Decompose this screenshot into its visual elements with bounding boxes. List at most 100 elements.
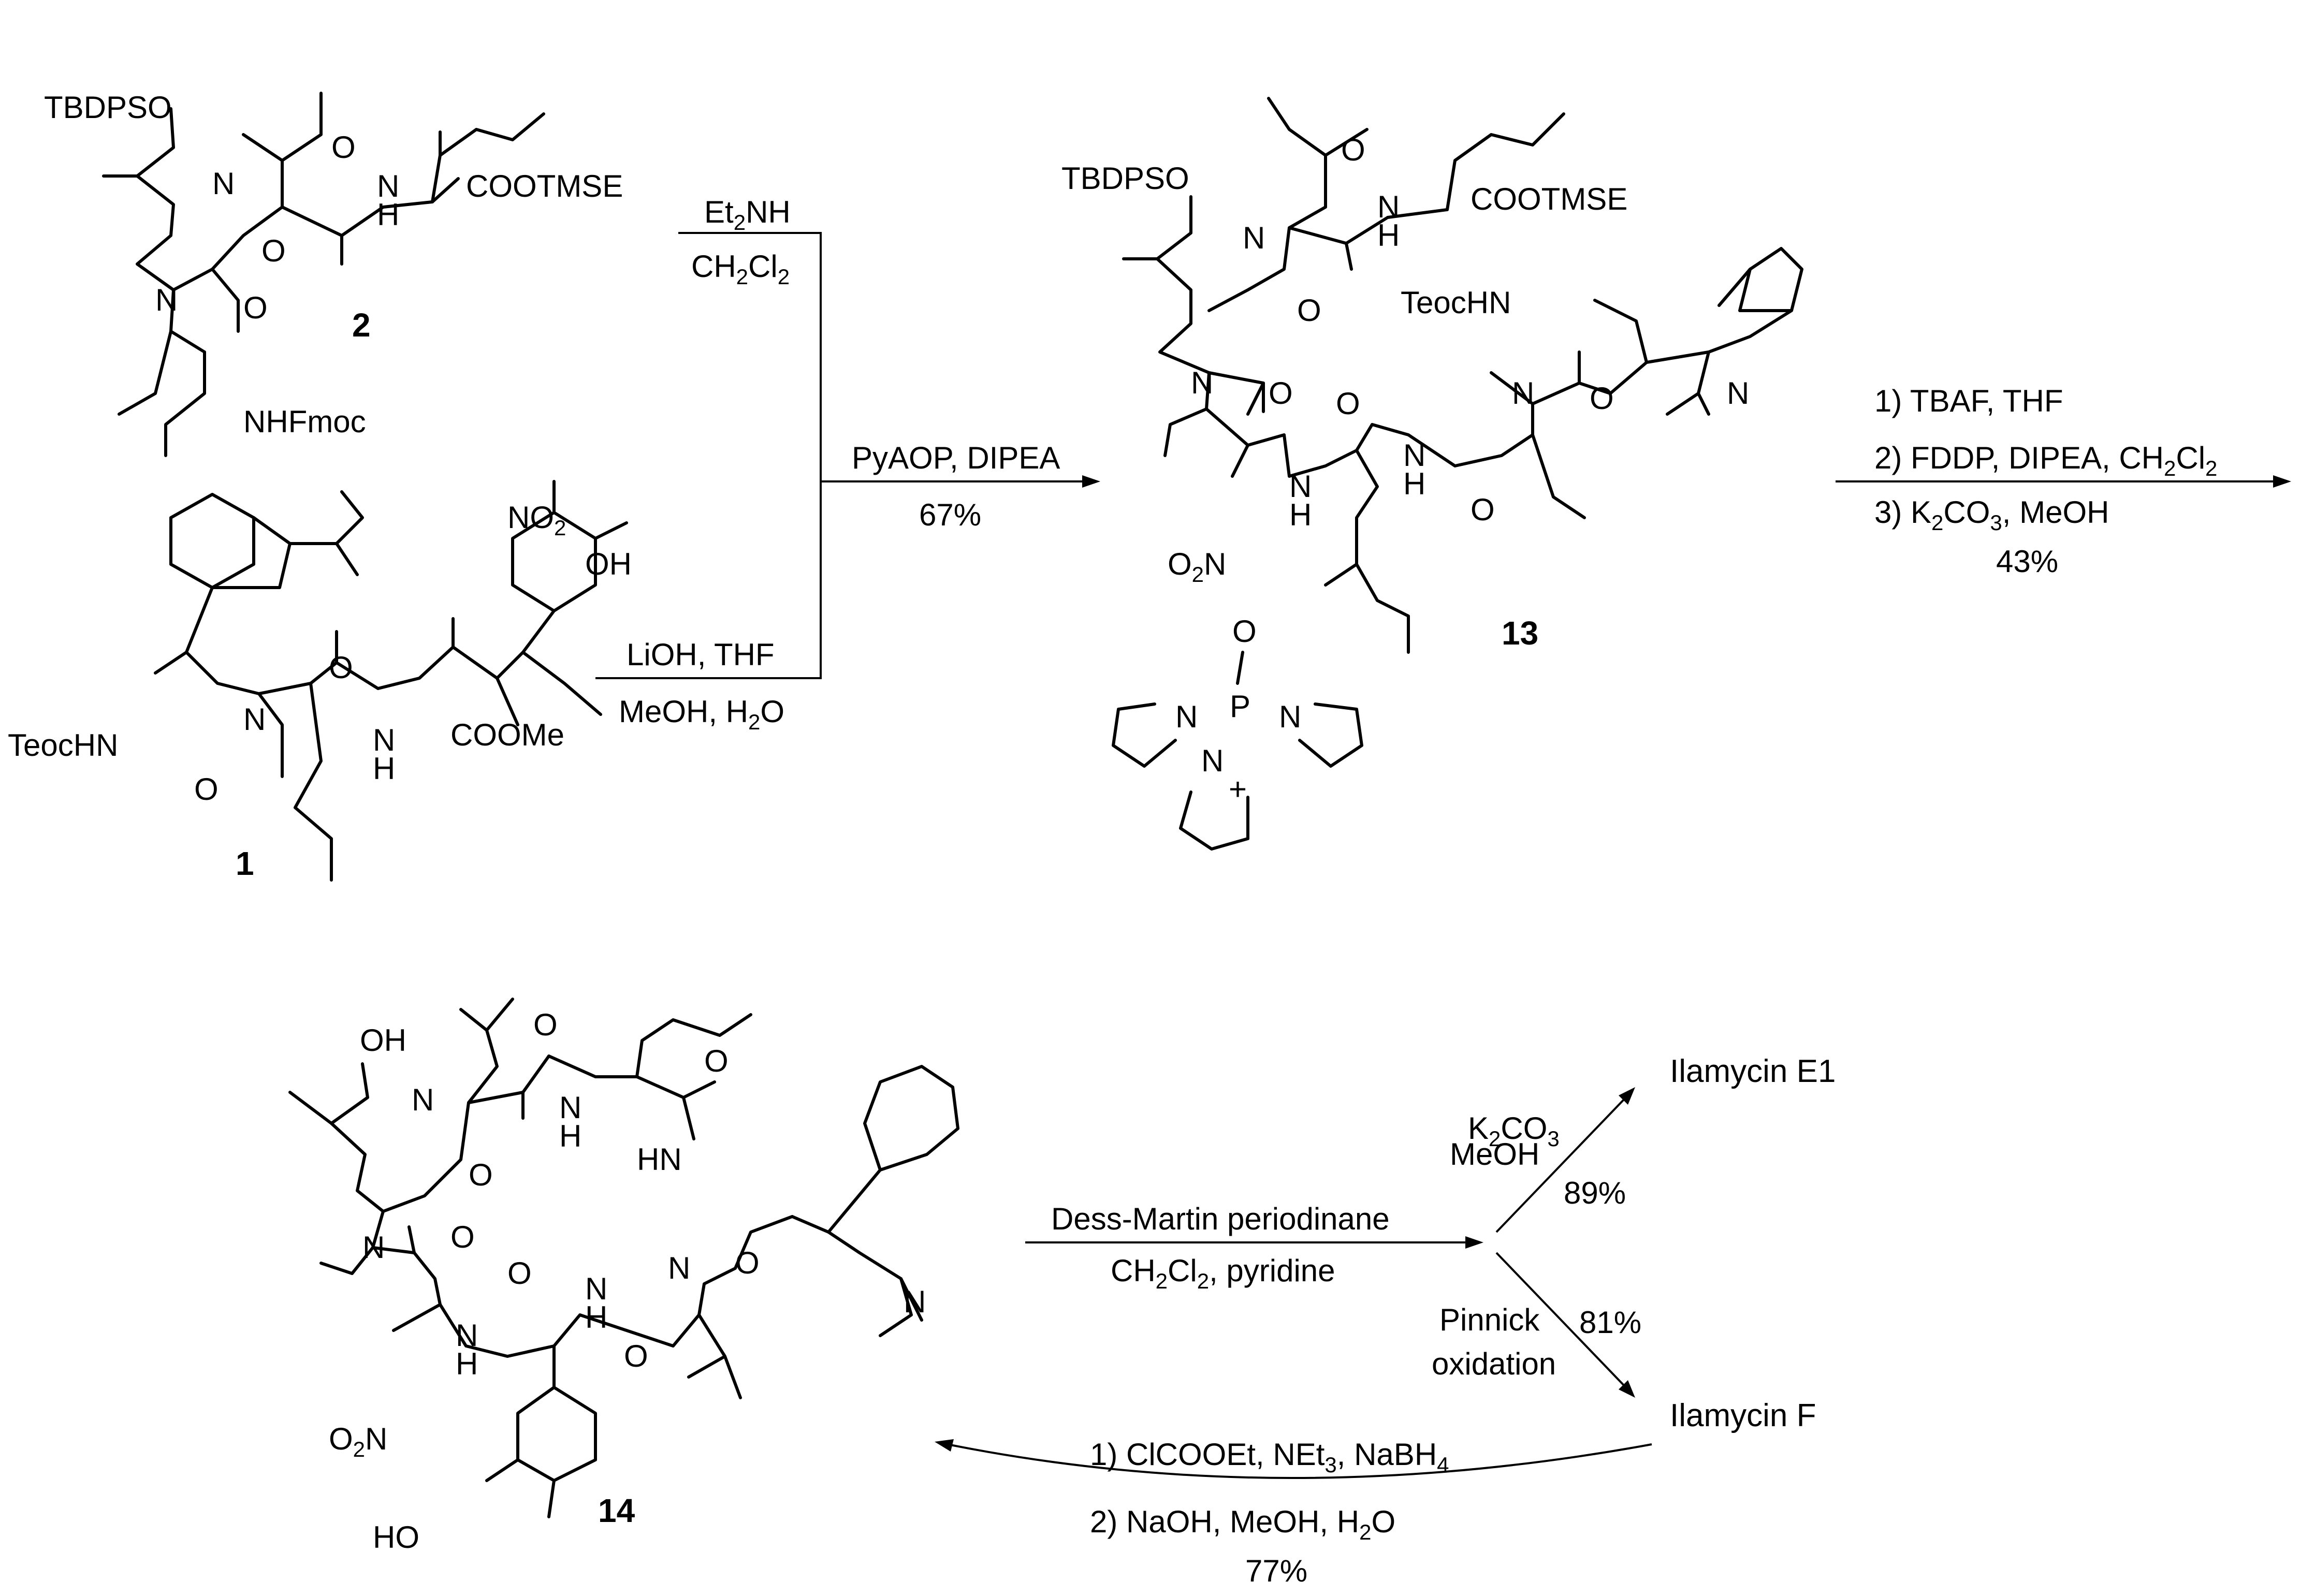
nhfmoc-label: NHFmoc — [243, 404, 366, 439]
o-label-14e: O — [507, 1256, 532, 1291]
ho-label-14: HO — [373, 1520, 419, 1555]
p-label: P — [1230, 689, 1250, 724]
n-label-14b: N — [559, 1090, 581, 1125]
oh-label-1: OH — [585, 547, 632, 581]
arrow-to-f: Pinnick oxidation 81% — [1432, 1252, 1641, 1398]
o-label-14b: O — [469, 1158, 493, 1192]
yield-81: 81% — [1579, 1305, 1641, 1340]
h-label-14d: H — [456, 1346, 478, 1381]
condition-k2co3-e1: K2CO3 — [1468, 1111, 1560, 1151]
arrow-to-e1: K2CO3 MeOH 89% — [1450, 1087, 1635, 1233]
o-label-1b: O — [194, 772, 219, 807]
product-ilamycin-f: Ilamycin F — [1670, 1398, 1816, 1433]
o-label-2a: O — [331, 130, 356, 165]
n-label-13g: N — [1727, 376, 1749, 411]
o-label-13f: O — [1590, 381, 1614, 416]
h-label-13d: H — [1289, 497, 1312, 532]
n-label-2a: N — [212, 166, 235, 201]
compound-14-number: 14 — [598, 1492, 635, 1529]
n-label-14c: N — [362, 1230, 385, 1265]
o-label-13a: O — [1341, 133, 1365, 167]
compound-1-structure: TeocHN N N H O O COOMe NO2 OH 1 — [8, 480, 632, 882]
condition-dess-martin: Dess-Martin periodinane — [1051, 1202, 1390, 1236]
cootmse-label-13: COOTMSE — [1471, 182, 1627, 216]
n-label-13c: N — [1191, 365, 1213, 400]
o-label-2b: O — [261, 233, 286, 268]
o2n-label-14: O2N — [329, 1422, 387, 1461]
n-label-13e: N — [1403, 438, 1425, 473]
compound-1-number: 1 — [236, 845, 254, 882]
teochn-label-13: TeocHN — [1401, 285, 1511, 320]
arrow-dess-martin: Dess-Martin periodinane CH2Cl2, pyridine — [1025, 1202, 1483, 1293]
o-label-13d: O — [1336, 386, 1360, 421]
n-label-14a: N — [412, 1082, 434, 1117]
o-label-14f: O — [624, 1339, 648, 1373]
o-label-14a: O — [533, 1007, 558, 1042]
n-label-13j: N — [1175, 699, 1198, 734]
n-label-14e: N — [585, 1271, 607, 1306]
condition-ch2cl2-pyridine: CH2Cl2, pyridine — [1111, 1253, 1335, 1293]
o2n-label-13: O2N — [1168, 547, 1226, 587]
n-label-13a: N — [1243, 221, 1265, 255]
yield-89: 89% — [1564, 1176, 1626, 1210]
condition-ch2cl2: CH2Cl2 — [691, 249, 790, 289]
h-label-13b: H — [1377, 218, 1400, 253]
condition-fddp: 2) FDDP, DIPEA, CH2Cl2 — [1874, 441, 2217, 480]
compound-13-number: 13 — [1502, 614, 1538, 652]
h-label-13e: H — [1403, 466, 1425, 501]
convergent-arrow: Et2NH CH2Cl2 LiOH, THF MeOH, H2O PyAOP, … — [595, 195, 1100, 734]
arrow-f-to-14: 1) ClCOOEt, NEt3, NaBH4 2) NaOH, MeOH, H… — [935, 1437, 1652, 1588]
product-ilamycin-e1: Ilamycin E1 — [1670, 1053, 1836, 1089]
o-label-13g: O — [1232, 614, 1257, 649]
condition-oxidation: oxidation — [1432, 1346, 1556, 1381]
tbdpso-label: TBDPSO — [44, 90, 172, 125]
teochn-label-1: TeocHN — [8, 728, 118, 763]
yield-43: 43% — [1996, 544, 2058, 579]
no2-label-1: NO2 — [507, 500, 566, 540]
condition-et2nh: Et2NH — [704, 195, 791, 235]
condition-meoh-e1: MeOH — [1450, 1137, 1539, 1172]
coome-label: COOMe — [450, 718, 564, 752]
cootmse-label-2: COOTMSE — [466, 169, 623, 203]
n-label-14f: N — [668, 1251, 690, 1285]
yield-77: 77% — [1245, 1554, 1307, 1588]
o-label-1a: O — [329, 650, 353, 685]
h-label-2b: H — [377, 197, 399, 232]
n-label-14d: N — [456, 1318, 478, 1353]
n-label-13f: N — [1512, 376, 1534, 411]
compound-2-number: 2 — [352, 306, 371, 344]
condition-pinnick: Pinnick — [1439, 1302, 1540, 1337]
compound-14-structure: OH N N H O O O HN N O N H O N H O N O N … — [288, 998, 959, 1555]
o-label-13c: O — [1269, 376, 1293, 411]
arrow-13-steps: 1) TBAF, THF 2) FDDP, DIPEA, CH2Cl2 3) K… — [1836, 384, 2291, 579]
n-label-13d: N — [1289, 469, 1312, 504]
n-label-14g: N — [904, 1284, 926, 1319]
condition-k2co3: 3) K2CO3, MeOH — [1874, 495, 2109, 535]
tbdpso-label-13: TBDPSO — [1061, 161, 1189, 196]
n-label-13i: N — [1279, 699, 1301, 734]
o-label-14d: O — [450, 1220, 475, 1254]
h-label-1b: H — [373, 751, 395, 786]
n-label-13h: N — [1201, 743, 1224, 778]
o-label-13b: O — [1297, 293, 1321, 328]
n-label-1b: N — [373, 723, 395, 757]
condition-lioh: LiOH, THF — [627, 637, 775, 672]
n-label-2c: N — [155, 283, 178, 317]
hn-label-14: HN — [637, 1142, 682, 1177]
compound-2-structure: TBDPSO N N H O O O N COOTMSE NHFmoc 2 — [44, 90, 623, 457]
o-label-13e: O — [1471, 492, 1495, 527]
oh-label-14: OH — [360, 1023, 406, 1058]
h-label-14b: H — [559, 1119, 581, 1153]
condition-naoh: 2) NaOH, MeOH, H2O — [1090, 1504, 1395, 1544]
compound-13-structure: TBDPSO N N H O O COOTMSE N O N H N H O O… — [1061, 97, 1803, 851]
h-label-14e: H — [585, 1300, 607, 1335]
yield-67: 67% — [919, 497, 981, 532]
n-label-2b: N — [377, 169, 399, 203]
n-label-1a: N — [243, 702, 266, 737]
condition-clcooet: 1) ClCOOEt, NEt3, NaBH4 — [1090, 1437, 1449, 1477]
o-label-2c: O — [243, 290, 268, 325]
n-label-13b: N — [1377, 189, 1400, 224]
o-label-14c: O — [704, 1044, 729, 1078]
o-label-14g: O — [735, 1246, 760, 1280]
